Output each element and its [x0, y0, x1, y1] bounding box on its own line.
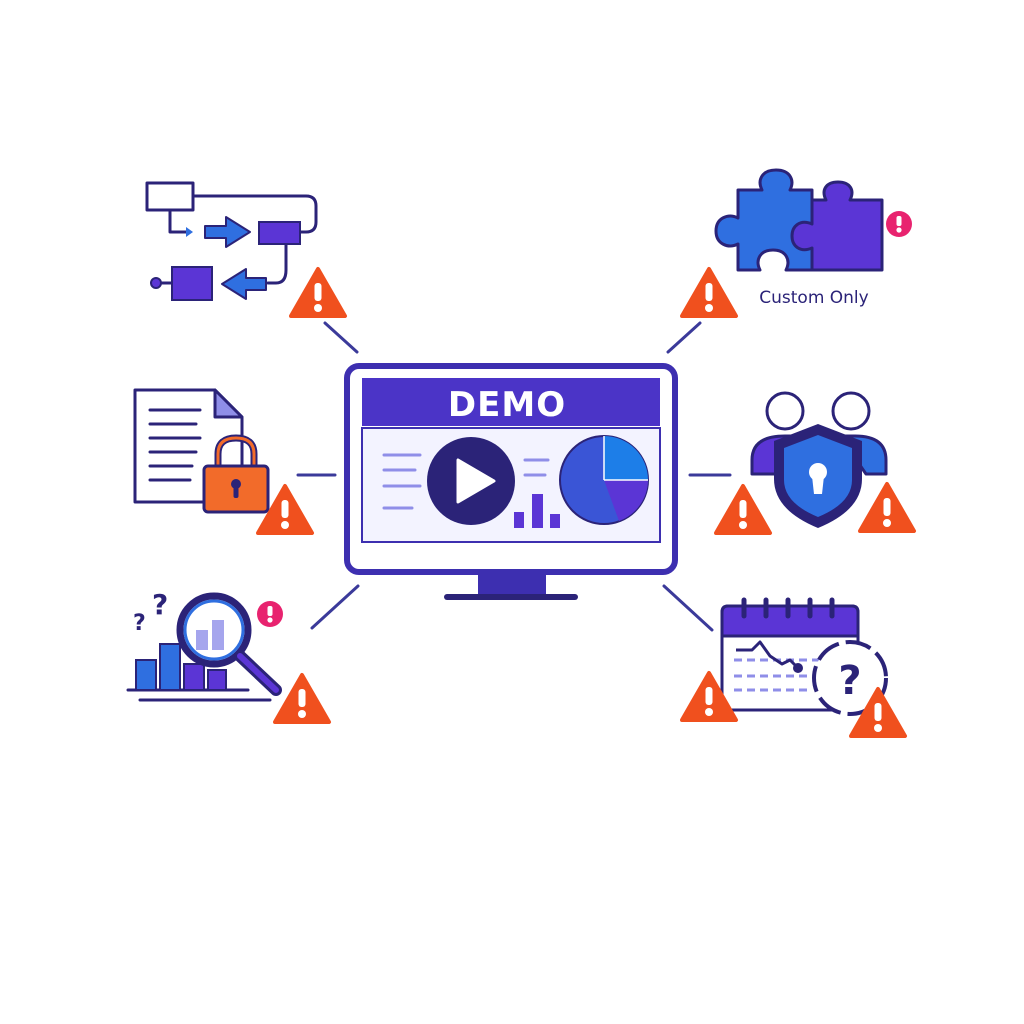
- svg-text:?: ?: [152, 588, 168, 621]
- warning-icon: [714, 484, 772, 535]
- warning-icon: [289, 267, 347, 318]
- demo-monitor: DEMO: [344, 363, 678, 600]
- analytics-search-icon: ? ?: [126, 588, 282, 702]
- warning-icon: [858, 482, 916, 533]
- connector-lines: [296, 321, 732, 632]
- warning-icon: [680, 267, 738, 318]
- workflow-icon: [145, 181, 318, 301]
- monitor-title: DEMO: [448, 385, 566, 425]
- alert-badge-icon: [886, 211, 912, 237]
- screen-text-lines: [382, 453, 550, 510]
- pie-chart-icon: [559, 435, 649, 525]
- alert-badge-icon: [257, 601, 283, 627]
- calendar-timeline-icon: ?: [720, 597, 888, 716]
- users-shield-icon: [750, 391, 888, 528]
- puzzle-icon: [714, 168, 884, 272]
- svg-text:?: ?: [838, 658, 861, 704]
- svg-text:?: ?: [133, 611, 146, 636]
- plugin-caption: Custom Only: [759, 288, 868, 308]
- locked-document-icon: [133, 388, 270, 514]
- warning-icon: [273, 673, 331, 724]
- play-icon: [427, 437, 515, 525]
- bar-chart-icon: [514, 494, 560, 528]
